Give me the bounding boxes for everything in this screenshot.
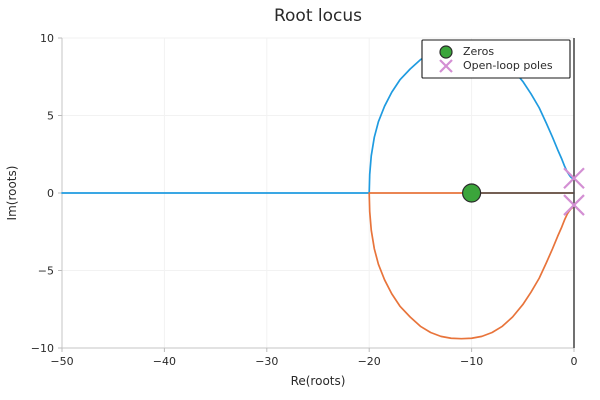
y-tick-label: 10 bbox=[40, 32, 54, 45]
legend[interactable]: Zeros Open-loop poles bbox=[421, 39, 571, 79]
y-tick-label: −10 bbox=[31, 342, 54, 355]
x-tick-label: −20 bbox=[358, 355, 381, 368]
zero-marker-icon bbox=[462, 183, 482, 203]
y-tick-label: 5 bbox=[47, 110, 54, 123]
x-tick-label: −40 bbox=[153, 355, 176, 368]
x-tickmarks bbox=[61, 348, 575, 352]
legend-frame bbox=[421, 39, 571, 79]
open-loop-pole-markers bbox=[563, 167, 585, 216]
y-tick-labels: 10 5 0 −5 −10 bbox=[31, 32, 54, 355]
x-tick-label: −30 bbox=[255, 355, 278, 368]
open-loop-pole-marker-icon bbox=[563, 194, 585, 216]
legend-label-open-loop-poles: Open-loop poles bbox=[463, 59, 553, 72]
legend-label-zeros: Zeros bbox=[463, 45, 494, 58]
x-tick-labels: −50 −40 −30 −20 −10 0 bbox=[50, 355, 577, 368]
open-loop-pole-marker-icon bbox=[563, 167, 585, 190]
y-tick-label: −5 bbox=[38, 265, 54, 278]
legend-marker-poles-icon bbox=[439, 59, 453, 73]
x-tick-label: −10 bbox=[460, 355, 483, 368]
zero-markers bbox=[462, 183, 482, 203]
page-title: Root locus bbox=[274, 6, 362, 26]
x-tick-label: 0 bbox=[571, 355, 578, 368]
legend-marker-zeros-icon bbox=[439, 45, 453, 59]
y-axis-label: Im(roots) bbox=[5, 166, 19, 221]
x-tick-label: −50 bbox=[50, 355, 73, 368]
x-axis-label: Re(roots) bbox=[291, 374, 346, 388]
y-tick-label: 0 bbox=[47, 187, 54, 200]
